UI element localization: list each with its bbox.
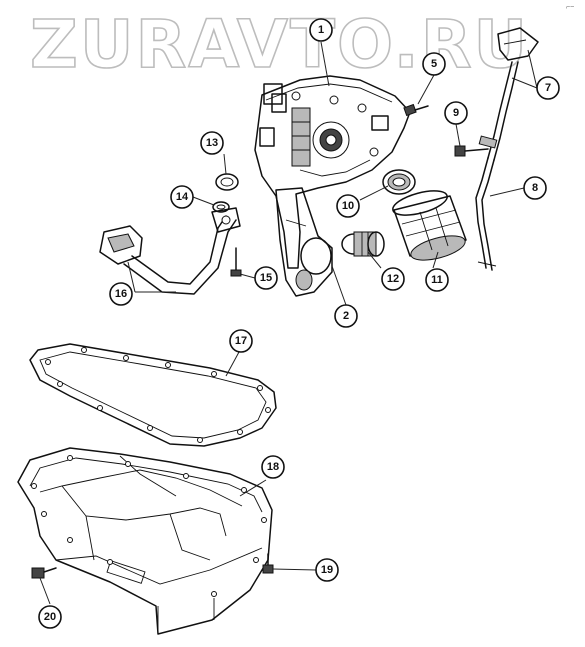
callout-16: 16 bbox=[109, 282, 133, 306]
callout-label-20: 20 bbox=[44, 611, 56, 623]
callout-10: 10 bbox=[336, 194, 360, 218]
leader-lines bbox=[39, 41, 538, 605]
callout-14: 14 bbox=[170, 185, 194, 209]
callout-label-12: 12 bbox=[387, 273, 399, 285]
callout-label-5: 5 bbox=[431, 58, 437, 70]
callout-label-19: 19 bbox=[321, 564, 333, 576]
o-ring-13 bbox=[215, 173, 239, 191]
oil-filter-11 bbox=[392, 190, 467, 261]
callout-label-8: 8 bbox=[532, 182, 538, 194]
oil-seal-10 bbox=[382, 169, 416, 195]
callout-17: 17 bbox=[229, 329, 253, 353]
callout-label-10: 10 bbox=[342, 200, 354, 212]
callout-8: 8 bbox=[523, 176, 547, 200]
callout-11: 11 bbox=[425, 268, 449, 292]
callout-label-18: 18 bbox=[267, 461, 279, 473]
callout-13: 13 bbox=[200, 131, 224, 155]
watermark-text: ZURAVTO.RU bbox=[30, 6, 529, 83]
callout-20: 20 bbox=[38, 605, 62, 629]
callout-19: 19 bbox=[315, 558, 339, 582]
gasket-bolt-holes bbox=[45, 347, 271, 443]
callout-label-16: 16 bbox=[115, 288, 127, 300]
callout-label-7: 7 bbox=[545, 82, 551, 94]
oil-pan-18 bbox=[17, 447, 273, 635]
filter-adapter-12 bbox=[341, 231, 385, 257]
callout-label-13: 13 bbox=[206, 137, 218, 149]
callout-label-2: 2 bbox=[343, 310, 349, 322]
callout-1: 1 bbox=[309, 18, 333, 42]
drain-plug-19 bbox=[262, 553, 274, 574]
oil-pickup-tube-16 bbox=[99, 207, 241, 295]
callout-label-1: 1 bbox=[318, 24, 324, 36]
oil-pan-gasket-17 bbox=[29, 343, 277, 447]
callout-label-9: 9 bbox=[453, 107, 459, 119]
callout-5: 5 bbox=[422, 52, 446, 76]
bolt-15 bbox=[230, 247, 242, 277]
callout-7: 7 bbox=[536, 76, 560, 100]
callout-label-14: 14 bbox=[176, 191, 189, 203]
callout-15: 15 bbox=[254, 266, 278, 290]
callout-9: 9 bbox=[444, 101, 468, 125]
callout-label-15: 15 bbox=[260, 272, 272, 284]
oil-pump-cover bbox=[254, 75, 411, 297]
bolt-9 bbox=[454, 145, 489, 157]
callout-12: 12 bbox=[381, 267, 405, 291]
pan-bolt-holes bbox=[31, 455, 267, 597]
stud-20 bbox=[31, 567, 57, 579]
corner-mark: ⌐~ bbox=[566, 4, 574, 11]
callout-label-17: 17 bbox=[235, 335, 247, 347]
bolt-5 bbox=[403, 103, 429, 117]
callout-2: 2 bbox=[334, 304, 358, 328]
o-ring-14 bbox=[212, 201, 230, 213]
callout-label-11: 11 bbox=[431, 274, 443, 286]
callout-18: 18 bbox=[261, 455, 285, 479]
